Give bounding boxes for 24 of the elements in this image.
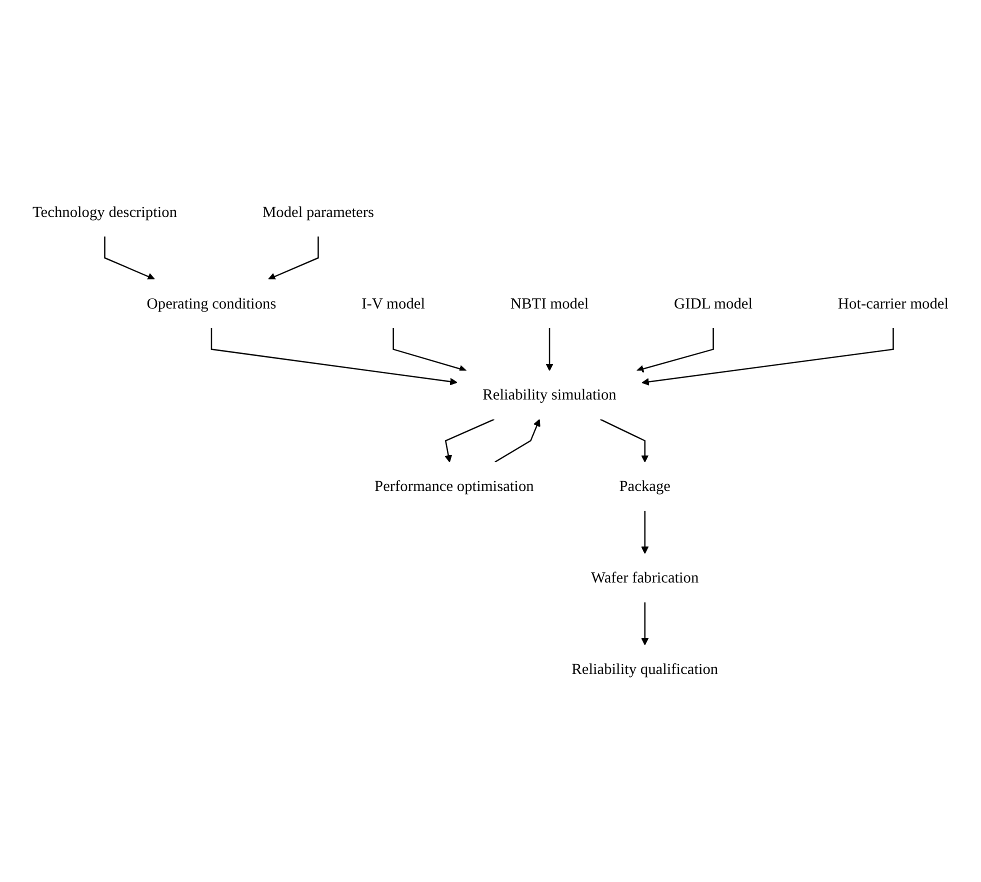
arrow — [494, 419, 540, 463]
node-text: Operating conditions — [146, 294, 276, 312]
arrow — [600, 419, 649, 463]
node-text: Package — [619, 478, 670, 495]
arrow — [641, 602, 649, 646]
node-text: Reliability qualification — [572, 660, 718, 678]
node-text: Technology description — [32, 203, 178, 221]
node-text: Model parameters — [262, 203, 374, 221]
arrow — [444, 419, 494, 463]
arrow — [104, 236, 155, 280]
arrow — [641, 511, 649, 554]
arrow — [210, 328, 458, 386]
arrow — [642, 328, 894, 386]
node-text: Reliability simulation — [482, 386, 616, 404]
node-text: NBTI model — [510, 294, 589, 312]
arrow — [636, 328, 714, 373]
arrow — [546, 328, 554, 372]
arrow — [268, 236, 319, 280]
node-text: I-V model — [362, 294, 425, 312]
arrow — [392, 328, 467, 373]
node-text: Hot-carrier model — [838, 294, 949, 312]
node-text: GIDL model — [674, 294, 752, 312]
node-text: Wafer fabrication — [591, 569, 699, 586]
node-text: Performance optimisation — [374, 478, 534, 495]
